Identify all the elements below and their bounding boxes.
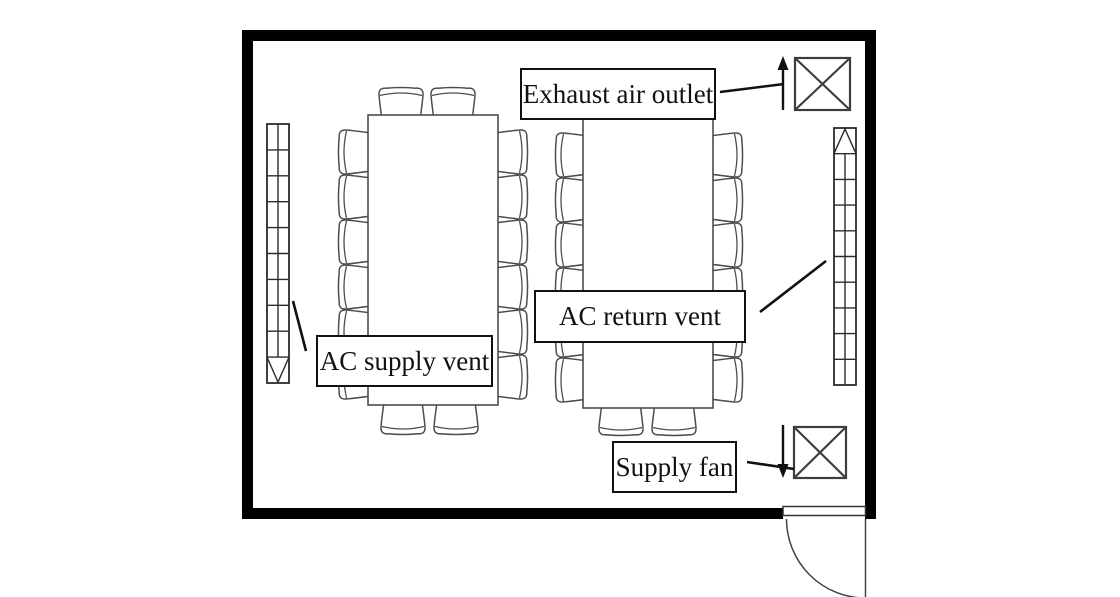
return-vent-leader-line <box>759 259 827 314</box>
up-arrow-icon <box>777 56 789 110</box>
door-leaf <box>782 505 867 517</box>
door <box>782 505 867 597</box>
supply-vent-leader-line <box>291 300 308 352</box>
wall-top <box>242 30 876 41</box>
up-airflow-triangle-icon <box>833 127 857 154</box>
wall-right <box>865 30 876 519</box>
down-arrow-icon <box>777 425 789 478</box>
ac-supply-vent-grille <box>266 123 290 384</box>
exhaust-air-outlet-label: Exhaust air outlet <box>520 68 716 120</box>
supply-fan-leader-line <box>746 460 795 471</box>
exhaust-air-outlet-label-text: Exhaust air outlet <box>522 78 714 109</box>
supply-fan-unit <box>777 425 848 480</box>
wall-left <box>242 30 253 519</box>
exhaust-leader-line <box>719 82 785 94</box>
exhaust-air-outlet-unit <box>777 56 852 112</box>
ac-supply-vent-label-text: AC supply vent <box>319 345 490 376</box>
supply-fan-label: Supply fan <box>612 441 737 493</box>
conference-table-right <box>582 117 714 409</box>
ac-return-vent-label: AC return vent <box>534 290 746 343</box>
down-airflow-triangle-icon <box>266 356 290 384</box>
supply-fan-label-text: Supply fan <box>615 451 734 482</box>
room-walls <box>242 30 876 519</box>
door-swing-arc <box>785 518 861 597</box>
ac-supply-vent-label: AC supply vent <box>316 335 493 387</box>
wall-bottom <box>242 508 783 519</box>
ac-return-vent-label-text: AC return vent <box>559 301 721 331</box>
ac-return-vent-grille <box>833 127 857 386</box>
